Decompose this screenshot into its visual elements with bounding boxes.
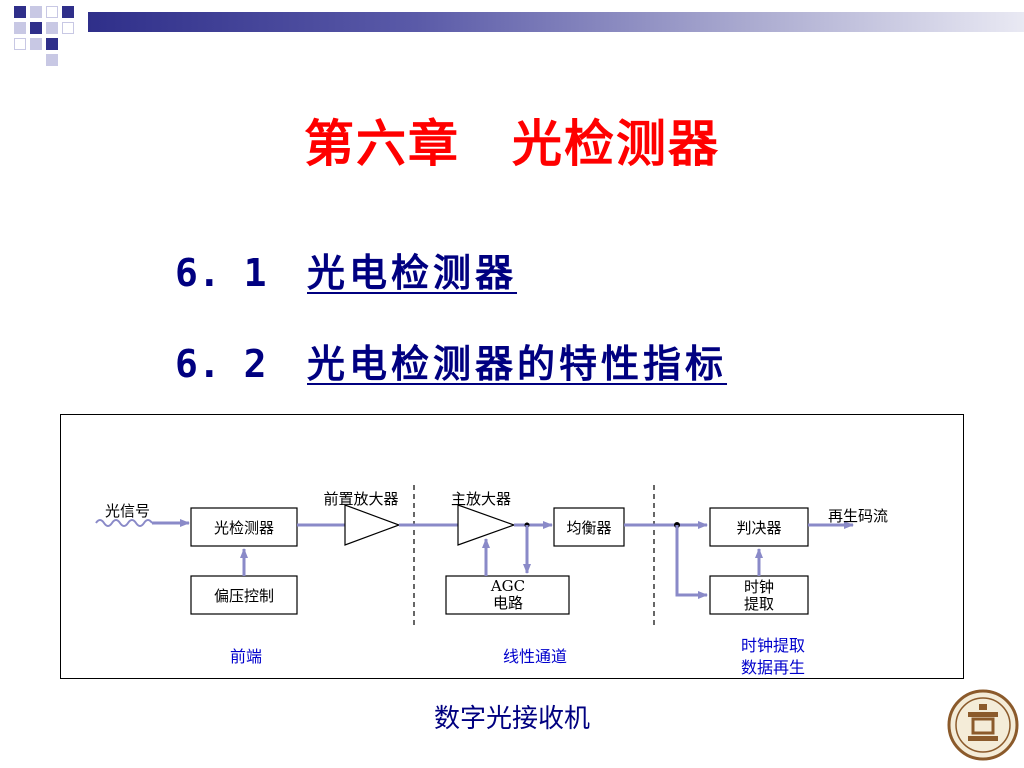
toc-number: 6. 2 bbox=[175, 342, 267, 386]
bias-control-label: 偏压控制 bbox=[214, 587, 274, 605]
section-linear-label: 线性通道 bbox=[503, 647, 567, 666]
agc-block bbox=[445, 575, 570, 615]
agc-label-line1: AGC bbox=[490, 577, 525, 595]
output-label: 再生码流 bbox=[828, 507, 888, 525]
slide-title: 第六章 光检测器 bbox=[304, 115, 720, 173]
diagram-caption: 数字光接收机 bbox=[433, 704, 590, 734]
block-diagram-svg: 光信号 光检测器 偏压控制 前置放大器 主放大器 AGC 电路 均衡器 bbox=[95, 485, 888, 677]
decision-block bbox=[709, 507, 809, 547]
section-clock-label-line1: 时钟提取 bbox=[741, 636, 805, 655]
university-seal-icon bbox=[947, 689, 1019, 761]
section-clock-label-line2: 数据再生 bbox=[741, 658, 805, 677]
header-gradient-bar bbox=[88, 12, 1024, 32]
agc-label-line2: 电路 bbox=[493, 594, 523, 612]
receiver-block-diagram: 光信号 光检测器 偏压控制 前置放大器 主放大器 AGC 电路 均衡器 bbox=[60, 414, 964, 679]
section-front-label: 前端 bbox=[230, 647, 262, 666]
photodetector-label: 光检测器 bbox=[214, 519, 274, 537]
clock-extraction-block bbox=[709, 575, 809, 615]
bias-control-block bbox=[190, 575, 298, 615]
optical-signal-wave bbox=[95, 519, 153, 527]
toc-link-characteristics[interactable]: 光电检测器的特性指标 bbox=[307, 342, 728, 386]
preamp-label: 前置放大器 bbox=[323, 490, 398, 508]
clock-label-line1: 时钟 bbox=[744, 578, 774, 596]
clock-input-path bbox=[675, 525, 708, 599]
main-amp-triangle bbox=[457, 504, 516, 546]
input-label: 光信号 bbox=[105, 502, 150, 520]
toc-number: 6. 1 bbox=[175, 251, 267, 295]
equalizer-label: 均衡器 bbox=[566, 519, 611, 537]
equalizer-block bbox=[553, 507, 625, 547]
toc-item-6-1[interactable]: 6. 1 光电检测器 bbox=[175, 242, 517, 297]
decision-label: 判决器 bbox=[736, 519, 781, 537]
preamp-triangle bbox=[344, 504, 401, 546]
photodetector-block bbox=[190, 507, 298, 547]
toc-link-photodetector[interactable]: 光电检测器 bbox=[307, 251, 518, 295]
clock-label-line2: 提取 bbox=[744, 595, 774, 613]
main-amp-label: 主放大器 bbox=[451, 490, 511, 508]
toc-item-6-2[interactable]: 6. 2 光电检测器的特性指标 bbox=[175, 333, 727, 388]
